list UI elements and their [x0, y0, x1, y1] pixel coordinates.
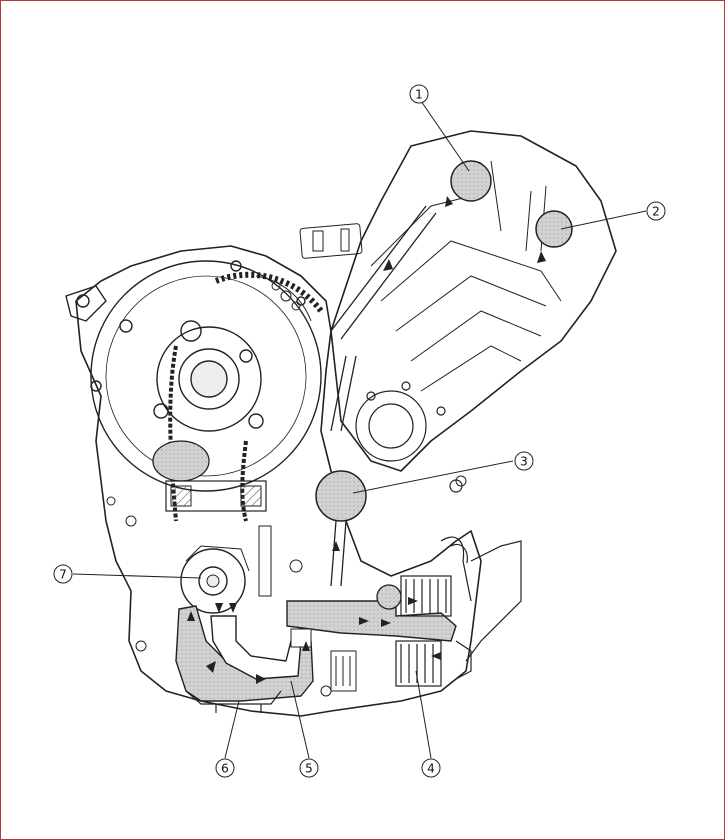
callout-4: 4: [421, 758, 441, 778]
balancer: [355, 381, 463, 493]
callout-2: 2: [646, 201, 666, 221]
oil-gallery-vertical: [330, 205, 437, 587]
left-crank-chamber: [152, 440, 267, 512]
callout-1-label: 1: [415, 88, 423, 102]
callout-3: 3: [514, 451, 534, 471]
oil-filter-cooler: [395, 536, 522, 687]
callout-2-label: 2: [652, 205, 660, 219]
cylinder-details: [299, 160, 562, 392]
callout-3-label: 3: [520, 455, 528, 469]
left-cover: [65, 260, 322, 492]
flow-arrows-upper: [332, 196, 546, 551]
main-oil-gallery: [286, 584, 457, 648]
crankshaft-journal: [315, 470, 367, 522]
callout-4-label: 4: [427, 762, 435, 776]
callout-6-label: 6: [221, 762, 229, 776]
oil-strainer: [185, 690, 282, 713]
callout-5: 5: [299, 758, 319, 778]
oil-pump: [180, 525, 272, 614]
callout-1: 1: [409, 84, 429, 104]
callout-6: 6: [215, 758, 235, 778]
cam-chain: [168, 345, 248, 522]
case-fasteners: [106, 475, 467, 697]
cam-journal-intake: [450, 160, 492, 202]
flow-arrows-lower: [187, 597, 441, 684]
alternator-gear: [214, 271, 324, 322]
callout-5-label: 5: [305, 762, 313, 776]
callout-leader-lines: [72, 100, 647, 759]
callout-7: 7: [53, 564, 73, 584]
callout-7-label: 7: [59, 568, 67, 582]
cam-journal-exhaust: [535, 210, 573, 248]
